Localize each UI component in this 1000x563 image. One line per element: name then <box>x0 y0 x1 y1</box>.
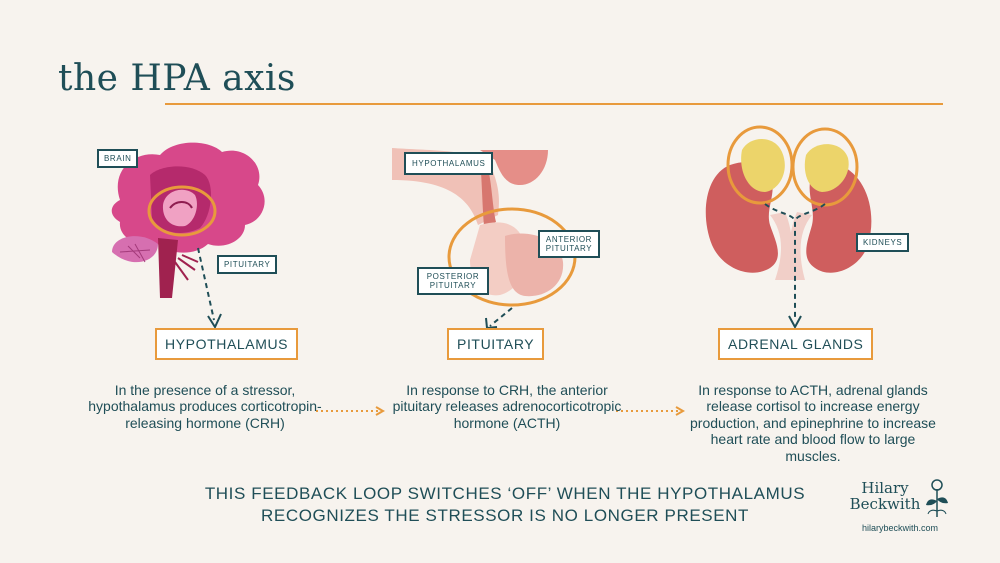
stage-description-3: In response to ACTH, adrenal glands rele… <box>685 382 941 464</box>
footer-note: THIS FEEDBACK LOOP SWITCHES ‘OFF’ WHEN T… <box>155 483 855 527</box>
brand-name-line2: Beckwith <box>850 497 921 513</box>
tag-hypothalamus: HYPOTHALAMUS <box>404 152 493 175</box>
brain-illustration <box>112 143 265 327</box>
stage-label-hypothalamus: HYPOTHALAMUS <box>155 328 298 360</box>
stage-description-2: In response to CRH, the anterior pituita… <box>387 382 627 431</box>
kidney-illustration <box>706 127 872 327</box>
tag-anterior-pituitary: ANTERIOR PITUITARY <box>538 230 600 258</box>
brand-url: hilarybeckwith.com <box>845 523 955 533</box>
flower-sprig-icon <box>924 477 950 517</box>
stage-label-pituitary: PITUITARY <box>447 328 544 360</box>
brand-block: Hilary Beckwith hilarybeckwith.com <box>845 477 955 533</box>
stage-description-1: In the presence of a stressor, hypothala… <box>85 382 325 431</box>
tag-pituitary: PITUITARY <box>217 255 277 274</box>
tag-posterior-pituitary: POSTERIOR PITUITARY <box>417 267 489 295</box>
tag-brain: BRAIN <box>97 149 138 168</box>
tag-kidneys: KIDNEYS <box>856 233 909 252</box>
stage-label-adrenal-glands: ADRENAL GLANDS <box>718 328 873 360</box>
connector-arrow-1 <box>316 407 383 415</box>
